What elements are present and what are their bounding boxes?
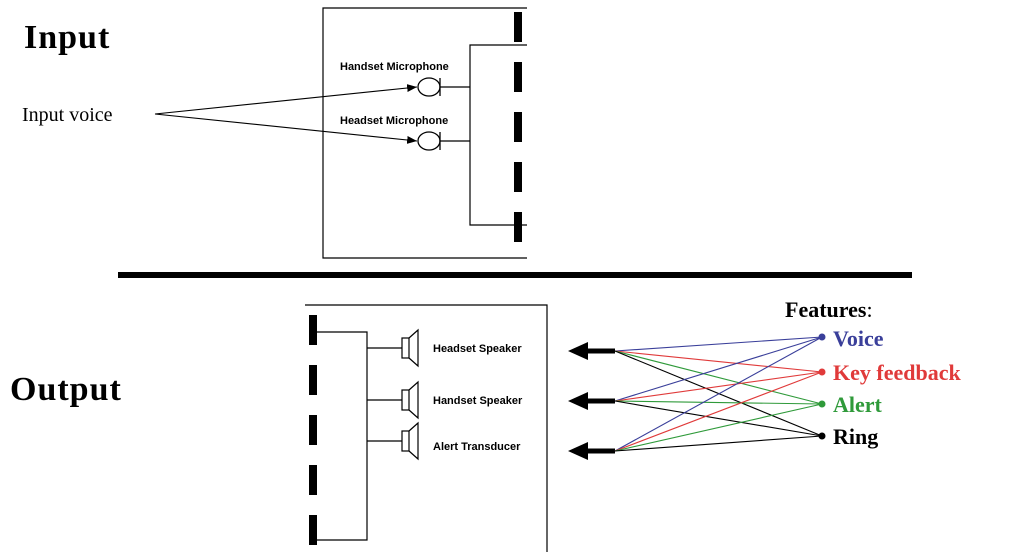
speaker-icon bbox=[401, 328, 419, 368]
output-device-box bbox=[305, 304, 548, 552]
route-voice-handset-speaker bbox=[614, 336, 823, 402]
output-arrow-alert-transducer bbox=[568, 442, 615, 460]
route-key-feedback-handset-speaker bbox=[614, 371, 823, 402]
feature-ring: Ring bbox=[818, 424, 878, 449]
headset-speaker-label: Headset Speaker bbox=[433, 343, 522, 355]
feature-dot bbox=[818, 368, 826, 376]
input-wiring bbox=[469, 44, 527, 226]
handset-microphone: Handset Microphone bbox=[340, 61, 470, 97]
route-alert-alert-transducer bbox=[614, 403, 823, 452]
feature-voice: Voice bbox=[818, 326, 884, 351]
feature-label-key-feedback: Key feedback bbox=[833, 360, 961, 385]
route-ring-handset-speaker bbox=[614, 400, 823, 437]
feature-dot bbox=[818, 400, 826, 408]
features-title: Features: bbox=[785, 297, 873, 322]
microphone-icon bbox=[417, 77, 441, 97]
speaker-icon bbox=[401, 380, 419, 420]
features-title-text: Features bbox=[785, 297, 867, 322]
microphone-icon bbox=[417, 131, 441, 151]
output-arrow-headset-speaker bbox=[568, 342, 615, 360]
headset-speaker: Headset Speaker bbox=[367, 328, 522, 368]
output-wiring bbox=[313, 331, 368, 541]
route-voice-headset-speaker bbox=[614, 336, 823, 352]
route-voice-alert-transducer bbox=[614, 336, 823, 452]
feature-alert: Alert bbox=[818, 392, 883, 417]
headset-microphone: Headset Microphone bbox=[340, 115, 470, 151]
route-ring-alert-transducer bbox=[614, 435, 823, 452]
route-key-feedback-headset-speaker bbox=[614, 350, 823, 373]
input-voice-arrow-handset bbox=[154, 84, 418, 115]
handset-microphone-label: Handset Microphone bbox=[340, 61, 449, 73]
feature-dot bbox=[818, 333, 826, 341]
feature-label-alert: Alert bbox=[833, 392, 883, 417]
feature-dot bbox=[818, 432, 826, 440]
speaker-icon bbox=[401, 421, 419, 461]
route-alert-headset-speaker bbox=[614, 350, 823, 405]
input-section-title: Input bbox=[24, 19, 110, 56]
feature-label-ring: Ring bbox=[833, 424, 878, 449]
headset-microphone-label: Headset Microphone bbox=[340, 115, 448, 127]
output-arrow-handset-speaker bbox=[568, 392, 615, 410]
feature-label-voice: Voice bbox=[833, 326, 884, 351]
handset-speaker-label: Handset Speaker bbox=[433, 395, 523, 407]
feature-key-feedback: Key feedback bbox=[818, 360, 961, 385]
route-key-feedback-alert-transducer bbox=[614, 371, 823, 452]
input-device-box bbox=[322, 7, 527, 259]
alert-transducer: Alert Transducer bbox=[367, 421, 521, 461]
features-title-colon: : bbox=[866, 297, 872, 322]
handset-speaker: Handset Speaker bbox=[367, 380, 523, 420]
input-voice-arrow-headset bbox=[154, 113, 418, 144]
output-section-title: Output bbox=[10, 371, 122, 408]
route-alert-handset-speaker bbox=[614, 400, 823, 405]
alert-transducer-label: Alert Transducer bbox=[433, 441, 521, 453]
input-voice-label: Input voice bbox=[22, 104, 113, 126]
feature-routing-lines bbox=[614, 336, 823, 452]
